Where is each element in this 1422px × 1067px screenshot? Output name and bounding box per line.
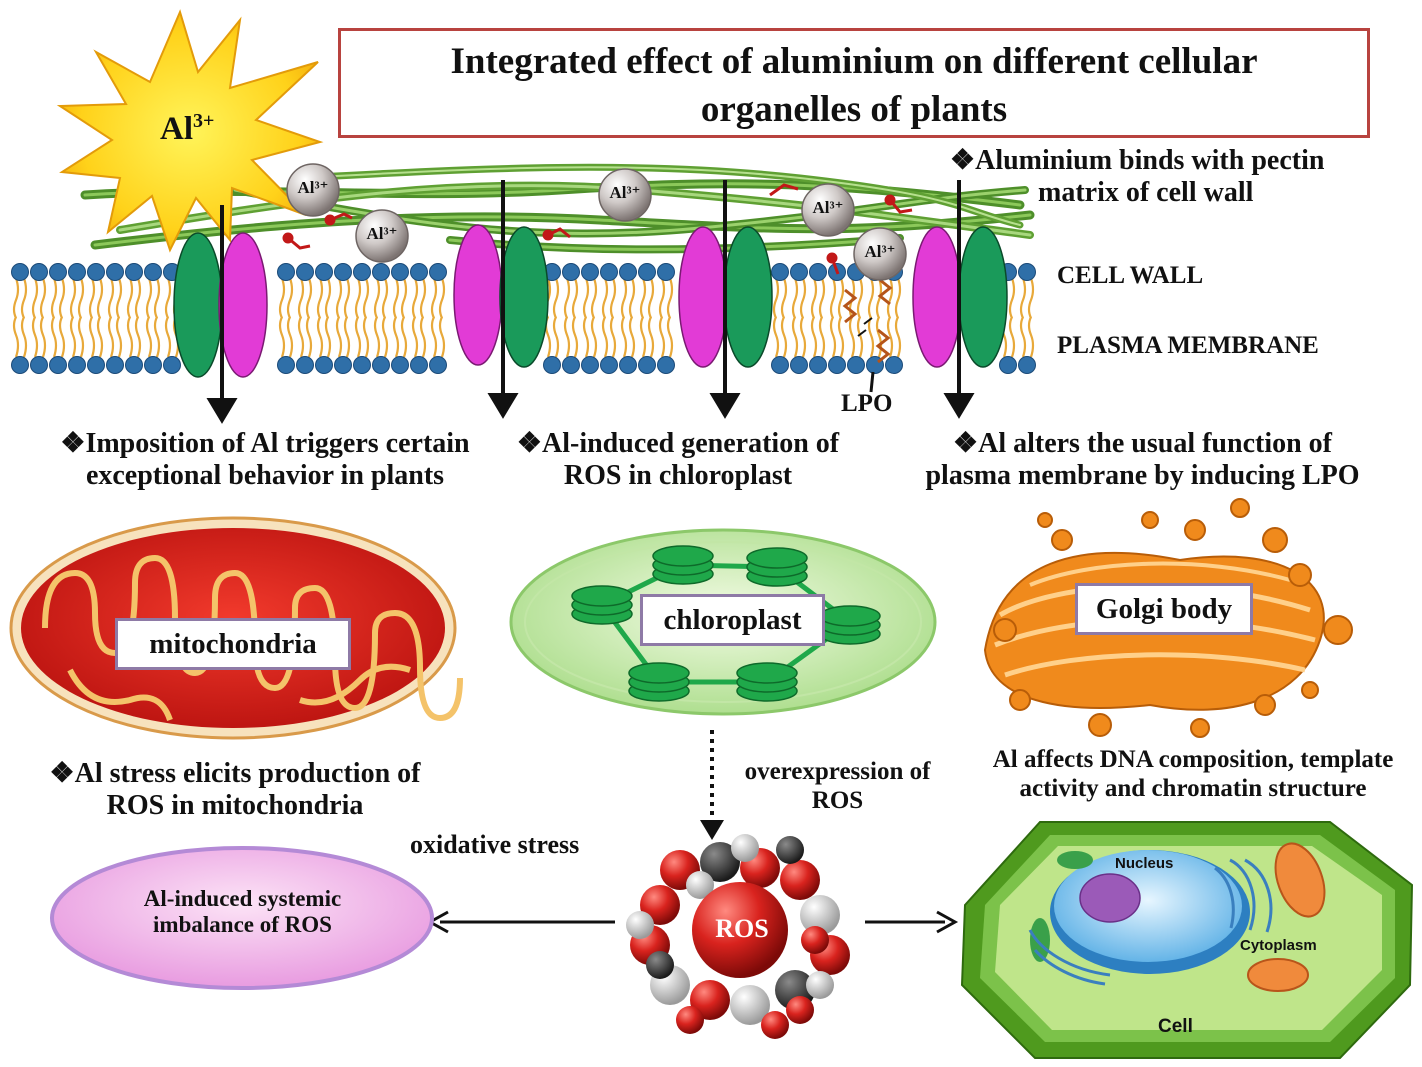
plasma-membrane-note-line-2: plasma membrane by inducing LPO bbox=[925, 460, 1360, 492]
ros-arrows bbox=[426, 910, 959, 934]
mitochondria-stress-note-line-1: ❖Al stress elicits production of bbox=[49, 758, 421, 789]
imposition-note-line-1: ❖Imposition of Al triggers certain bbox=[60, 428, 470, 459]
mitochondria-label: mitochondria bbox=[115, 618, 351, 670]
pectin-chains bbox=[282, 183, 913, 275]
plant-cell bbox=[960, 821, 1414, 1059]
mitochondria-stress-note-line-2: ROS in mitochondria bbox=[106, 790, 364, 822]
dashed-arrow bbox=[700, 730, 724, 840]
page-title: Integrated effect of aluminium on differ… bbox=[338, 38, 1370, 134]
al-ion-star bbox=[56, 9, 324, 253]
lpo-label: LPO bbox=[841, 390, 893, 417]
nucleus-label: Nucleus bbox=[1115, 855, 1174, 872]
cytoplasm-label: Cytoplasm bbox=[1240, 937, 1317, 954]
dna-note-line-2: activity and chromatin structure bbox=[1019, 774, 1367, 802]
plasma-membrane-label: PLASMA MEMBRANE bbox=[1057, 332, 1319, 359]
dna-note-line-1: Al affects DNA composition, template bbox=[992, 746, 1394, 773]
plasma-membrane bbox=[11, 263, 1036, 374]
chloroplast-label: chloroplast bbox=[640, 594, 825, 646]
ros-chloroplast-note: ❖Al-induced generation of ROS in chlorop… bbox=[498, 428, 858, 492]
overexpression-note-line-1: overexpression of bbox=[744, 758, 931, 785]
sphere-label: Al³⁺ bbox=[366, 224, 398, 243]
cell-label: Cell bbox=[1158, 1016, 1193, 1037]
sphere-label: Al³⁺ bbox=[297, 178, 329, 197]
title-line-2: organelles of plants bbox=[700, 89, 1008, 130]
title-frame bbox=[338, 28, 1370, 138]
title-line-1: Integrated effect of aluminium on differ… bbox=[450, 41, 1258, 82]
star-label-base: Al bbox=[160, 111, 193, 147]
sphere-label: Al³⁺ bbox=[864, 242, 896, 261]
imbalance-note-line-1: Al-induced systemic bbox=[143, 886, 342, 911]
ros-molecule bbox=[626, 834, 850, 1039]
mitochondria-stress-note: ❖Al stress elicits production of ROS in … bbox=[20, 758, 450, 822]
star-label: Al3+ bbox=[160, 110, 214, 149]
imposition-note: ❖Imposition of Al triggers certain excep… bbox=[30, 428, 500, 492]
overexpression-note: overexpression of ROS bbox=[730, 758, 945, 816]
pectin-note-line-2: matrix of cell wall bbox=[1038, 177, 1254, 209]
plasma-membrane-note-line-1: ❖Al alters the usual function of bbox=[953, 428, 1332, 459]
golgi-label: Golgi body bbox=[1075, 583, 1253, 635]
star-label-sup: 3+ bbox=[193, 110, 215, 132]
pectin-note: ❖Aluminium binds with pectin matrix of c… bbox=[950, 145, 1324, 209]
sphere-label: Al³⁺ bbox=[609, 183, 641, 202]
cell-wall-label: CELL WALL bbox=[1057, 262, 1204, 289]
overexpression-note-line-2: ROS bbox=[811, 786, 864, 814]
imbalance-oval bbox=[50, 846, 434, 990]
sphere-label: Al³⁺ bbox=[812, 198, 844, 217]
membrane-proteins bbox=[173, 224, 1008, 378]
lpo-damage bbox=[842, 278, 893, 393]
imbalance-note-line-2: imbalance of ROS bbox=[153, 912, 332, 938]
ros-chloroplast-note-line-1: ❖Al-induced generation of bbox=[516, 428, 840, 459]
imbalance-note: Al-induced systemic imbalance of ROS bbox=[90, 886, 395, 939]
imposition-note-line-2: exceptional behavior in plants bbox=[85, 460, 445, 492]
ros-label: ROS bbox=[715, 914, 769, 943]
ros-chloroplast-note-line-2: ROS in chloroplast bbox=[563, 460, 793, 492]
dna-note: Al affects DNA composition, template act… bbox=[968, 746, 1418, 804]
oxidative-stress-note: oxidative stress bbox=[410, 830, 580, 859]
plasma-membrane-note: ❖Al alters the usual function of plasma … bbox=[890, 428, 1395, 492]
al-ion-spheres bbox=[286, 163, 907, 281]
membrane-arrows bbox=[206, 180, 975, 424]
pectin-note-line-1: ❖Aluminium binds with pectin bbox=[950, 145, 1325, 176]
